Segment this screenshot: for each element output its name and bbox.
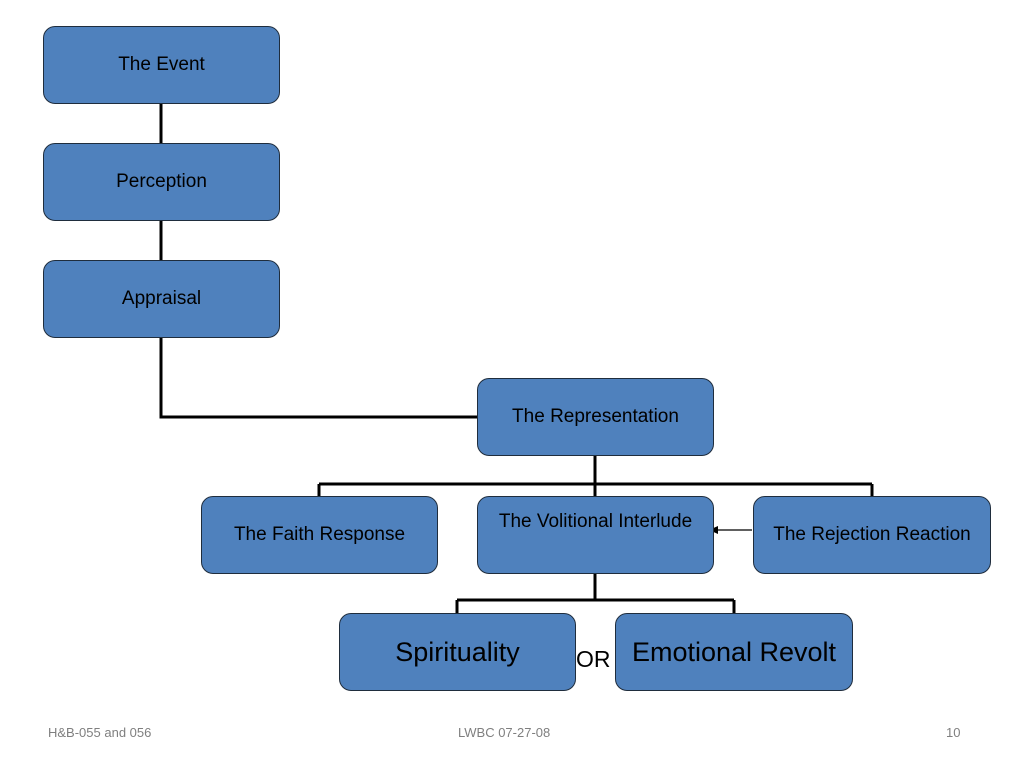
node-representation: The Representation (477, 378, 714, 456)
node-faith-response: The Faith Response (201, 496, 438, 574)
node-event: The Event (43, 26, 280, 104)
node-volitional-interlude: The Volitional Interlude (477, 496, 714, 574)
node-volitional-interlude-label: The Volitional Interlude (498, 511, 693, 532)
arrow-rejection-to-volitional (709, 526, 752, 534)
node-representation-label: The Representation (512, 406, 679, 427)
node-event-label: The Event (118, 54, 205, 75)
node-spirituality: Spirituality (339, 613, 576, 691)
footer-left: H&B-055 and 056 (48, 725, 152, 740)
node-faith-response-label: The Faith Response (233, 524, 406, 545)
footer-page-number: 10 (946, 725, 961, 740)
connector-appraisal-representation (159, 338, 478, 419)
node-emotional-revolt: Emotional Revolt (615, 613, 853, 691)
node-rejection-reaction-label: The Rejection Reaction (773, 524, 971, 545)
node-appraisal: Appraisal (43, 260, 280, 338)
footer-center: LWBC 07-27-08 (458, 725, 551, 740)
node-appraisal-label: Appraisal (121, 288, 202, 309)
node-spirituality-label: Spirituality (395, 636, 520, 667)
node-perception: Perception (43, 143, 280, 221)
or-label: OR (576, 646, 611, 672)
node-perception-label: Perception (116, 171, 207, 192)
node-emotional-revolt-label: Emotional Revolt (631, 636, 837, 667)
node-rejection-reaction: The Rejection Reaction (753, 496, 991, 574)
